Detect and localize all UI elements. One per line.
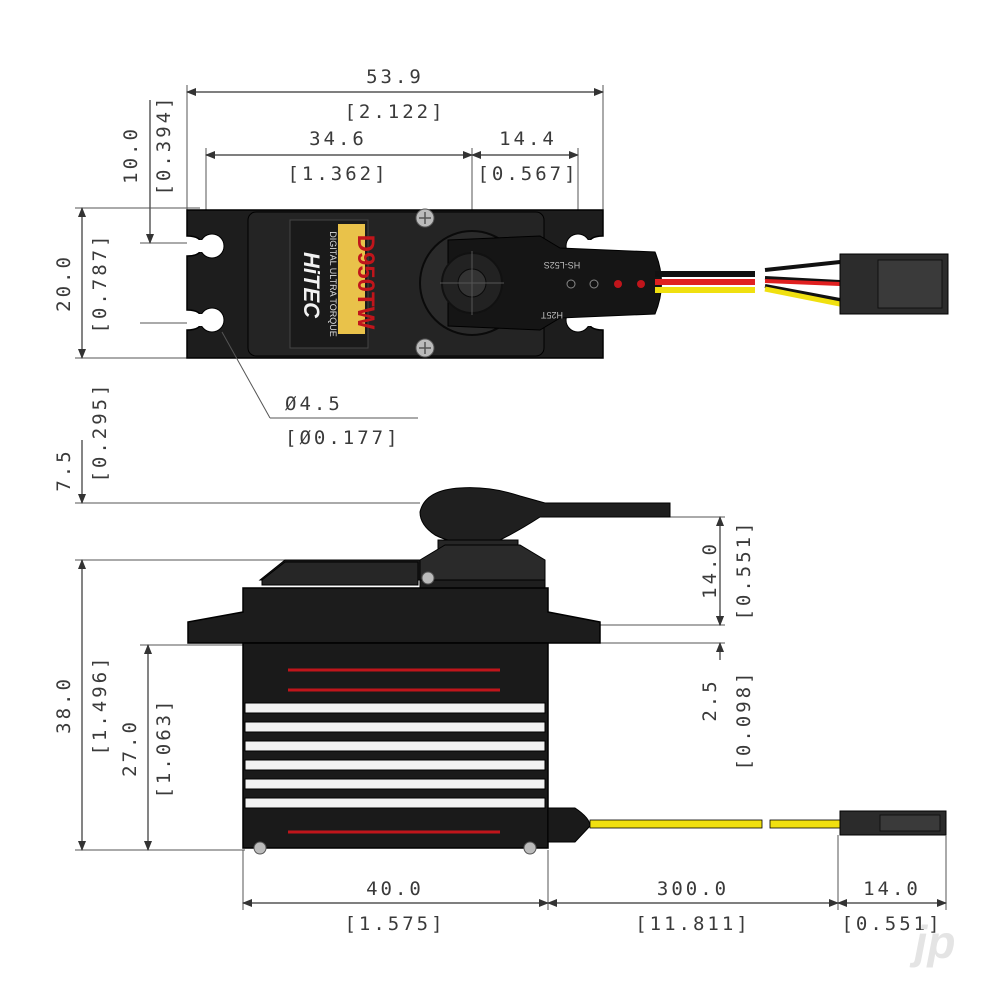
dim-body-width: 20.0 <box>53 254 75 312</box>
watermark-logo: jp <box>910 916 956 968</box>
dim-shaft-to-end: 14.4 <box>499 128 557 150</box>
dim-body-length-in: [1.575] <box>344 913 445 935</box>
dim-left-to-shaft: 34.6 <box>309 128 367 150</box>
servo-arm-side <box>419 487 671 544</box>
top-view: 53.9 [2.122] 34.6 [1.362] 14.4 [0.567] 1… <box>53 66 949 449</box>
dim-arm-height: 7.5 <box>53 448 75 491</box>
wire-red <box>655 279 755 285</box>
dim-wire-length: 300.0 <box>657 878 729 900</box>
dim-hole-dia: Ø4.5 <box>285 393 343 415</box>
dim-shaft-to-end-in: [0.567] <box>477 163 578 185</box>
dim-left-to-shaft-in: [1.362] <box>287 163 388 185</box>
dim-body-height-in: [1.063] <box>153 697 175 798</box>
dim-connector-length-in: [0.551] <box>841 913 942 935</box>
model-subtitle: DIGITAL ULTRA TORQUE <box>328 231 338 337</box>
dim-flange-thick: 2.5 <box>699 678 721 721</box>
wire-black <box>655 271 755 277</box>
dim-body-height: 27.0 <box>119 719 141 777</box>
model-name: D950TW <box>352 235 379 330</box>
arm-marking-top: HS-L52S <box>544 260 581 270</box>
dim-top-section-in: [0.551] <box>733 519 755 620</box>
dim-wire-length-in: [11.811] <box>635 913 751 935</box>
dim-top-offset-in: [0.394] <box>153 94 175 195</box>
side-view: 7.5 [0.295] 38.0 [1.496] 27.0 [1.063] 14… <box>53 381 947 935</box>
dim-total-height-in: [1.496] <box>89 654 111 755</box>
cooling-fins <box>244 702 546 809</box>
dim-arm-height-in: [0.295] <box>89 381 111 482</box>
wire-side <box>589 819 763 829</box>
dim-top-offset: 10.0 <box>120 126 142 184</box>
dim-body-width-in: [0.787] <box>89 232 111 333</box>
servo-arm <box>447 235 662 331</box>
arm-marking-bottom: H25T <box>540 310 563 320</box>
wire-yellow <box>655 287 755 293</box>
dim-connector-length: 14.0 <box>863 878 921 900</box>
dim-flange-thick-in: [0.098] <box>733 669 755 770</box>
model-badge <box>338 224 365 334</box>
dim-hole-dia-in: [Ø0.177] <box>285 427 401 449</box>
brand-logo: HiTEC <box>299 252 324 319</box>
servo-flange <box>187 587 601 644</box>
dim-overall-width: 53.9 <box>366 66 424 88</box>
dim-overall-width-in: [2.122] <box>344 101 445 123</box>
dim-top-section: 14.0 <box>699 541 721 599</box>
dim-total-height: 38.0 <box>53 676 75 734</box>
dim-body-length: 40.0 <box>366 878 424 900</box>
